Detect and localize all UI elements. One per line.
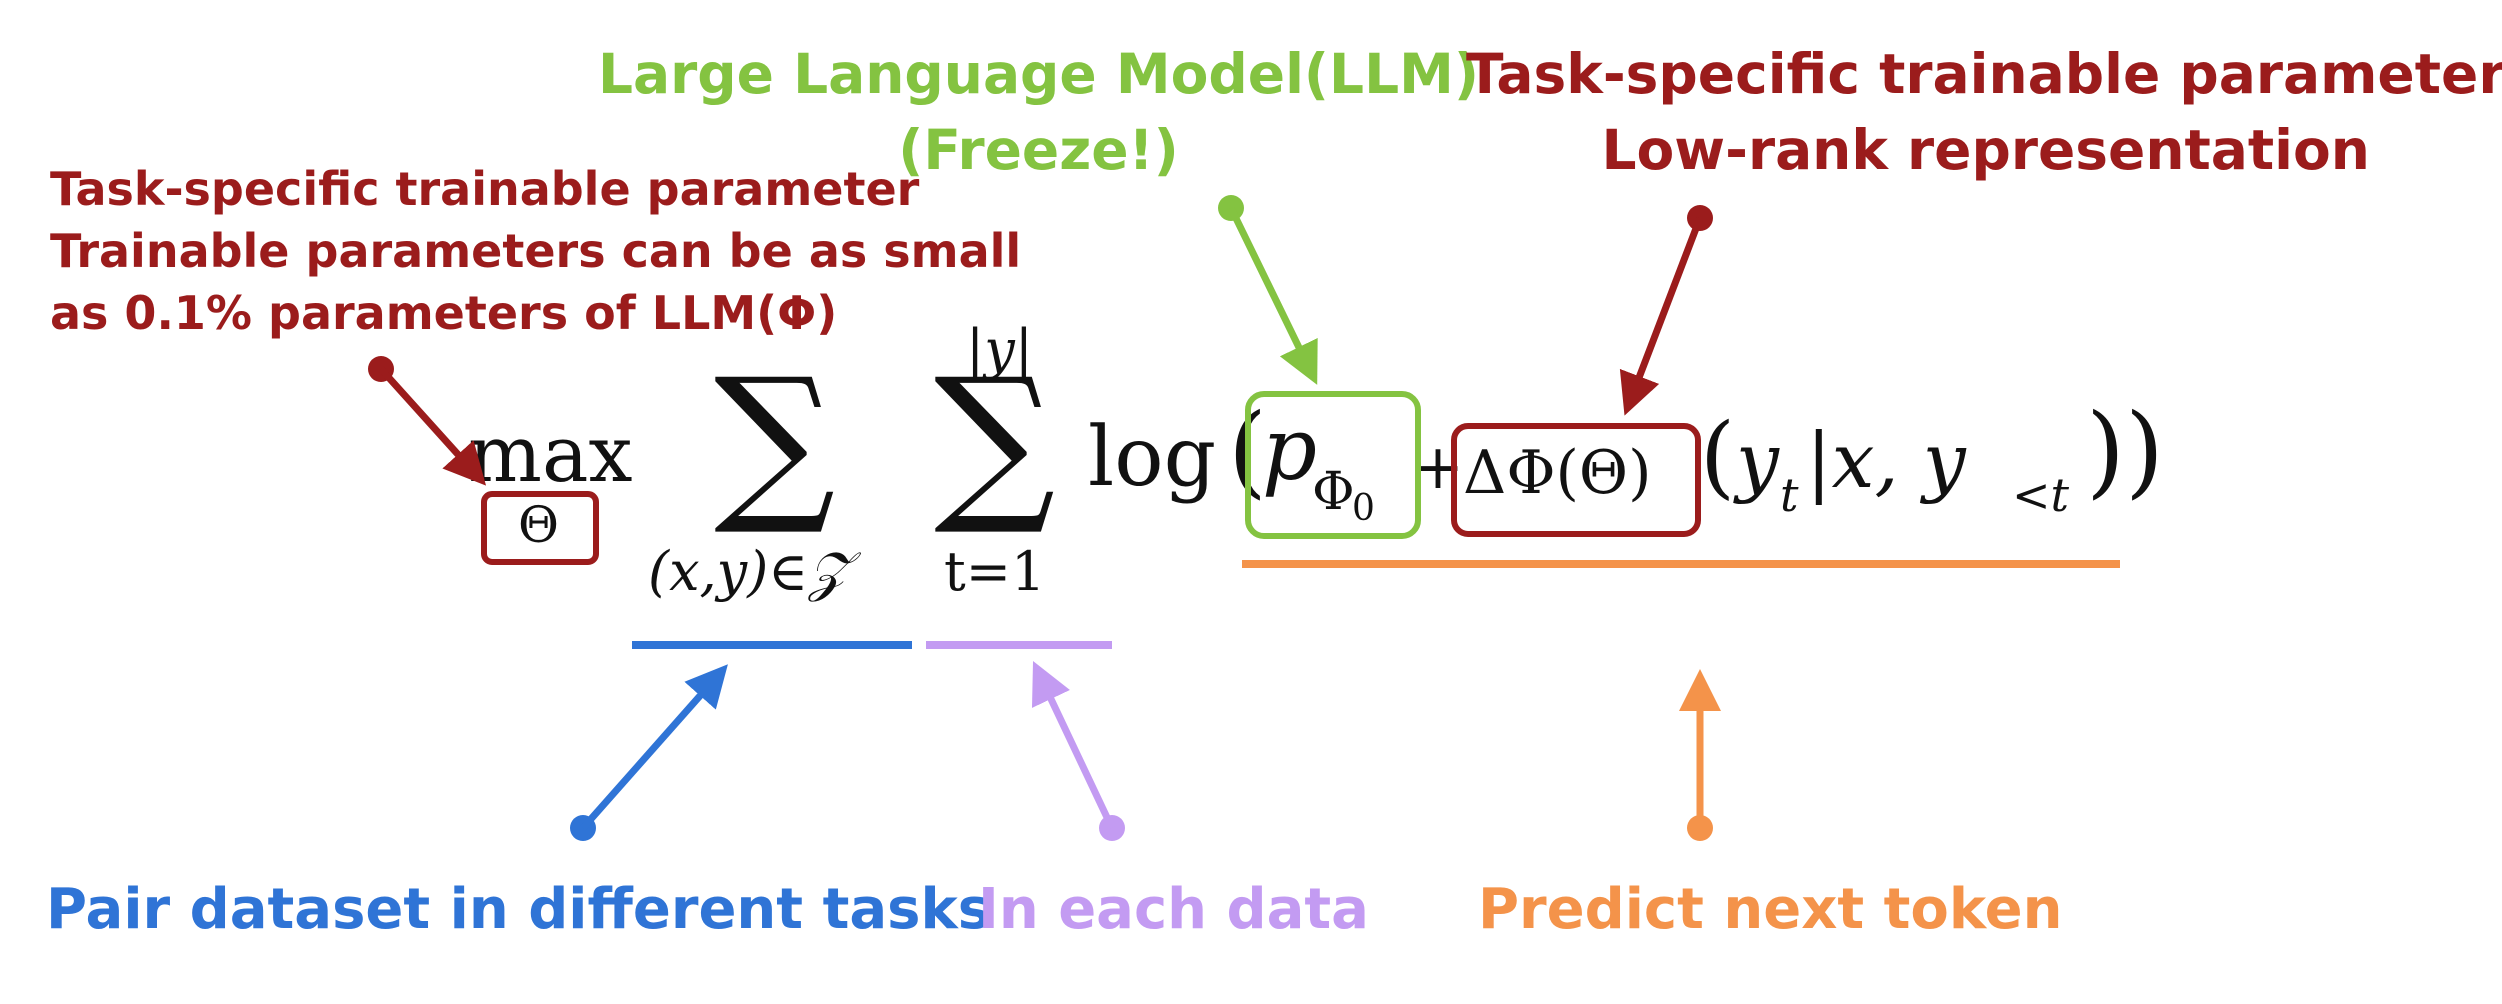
annotation-line: Trainable parameters can be as small — [50, 224, 1022, 278]
arrow-to-delta-phi — [1619, 205, 1713, 416]
arrow-to-token-sum — [1031, 661, 1125, 841]
frozen-llm-highlight-box — [1245, 391, 1421, 539]
formula-p: p — [1262, 400, 1318, 500]
formula-tail-open: ( — [1700, 404, 1736, 509]
arrow-to-probability — [1679, 669, 1721, 841]
formula-sum-tokens-subscript: t=1 — [944, 540, 1046, 603]
formula-sum-dataset: ∑ — [714, 342, 836, 540]
delta-phi-highlight-box — [1451, 423, 1701, 537]
annotation-pair-dataset: Pair dataset in different tasks — [46, 877, 992, 942]
formula-p-subscript: Φ — [1312, 462, 1355, 522]
annotation-line: (Freeze!) — [898, 118, 1179, 182]
formula-sum-dataset-subscript: (x,y)∈𝒵 — [648, 540, 850, 603]
formula-log: log — [1088, 410, 1217, 505]
arrow-to-theta — [368, 356, 487, 486]
formula-delta-phi: ΔΦ(Θ) — [1463, 438, 1652, 508]
formula-condition: |x, y — [1806, 416, 1966, 505]
formula-condition-subscript: <t — [2012, 468, 2070, 522]
formula-max-subscript: Θ — [518, 496, 559, 554]
annotation-line: Large Language Model(LLM) — [598, 42, 1480, 106]
annotation-predict-next-token: Predict next token — [1478, 877, 2063, 942]
theta-highlight-box — [481, 491, 599, 565]
annotation-left-task-specific: Task-specific trainable parameter Traina… — [50, 158, 1021, 344]
formula-sum-tokens: ∑ — [934, 342, 1056, 540]
formula-max: max — [468, 410, 633, 500]
arrow-to-dataset-sum — [570, 664, 728, 841]
formula-y-subscript: t — [1780, 468, 1799, 522]
formula-sum-tokens-superscript: |y| — [966, 318, 1033, 381]
arrow-to-frozen-llm — [1218, 195, 1318, 385]
annotation-line: Low-rank representation — [1601, 118, 2370, 182]
formula-p-subscript-index: 0 — [1352, 488, 1375, 529]
annotation-llm-freeze: Large Language Model(LLM) (Freeze!) — [598, 36, 1479, 188]
formula-close-parens: )) — [2086, 392, 2165, 509]
annotation-each-data: In each data — [978, 877, 1369, 942]
annotation-line: Task-specific trainable parameter — [1466, 42, 2502, 106]
annotation-line: as 0.1% parameters of LLM(Φ) — [50, 286, 838, 340]
annotation-line: Task-specific trainable parameter — [50, 162, 920, 216]
formula-y: y — [1736, 416, 1779, 505]
annotation-low-rank: Task-specific trainable parameter Low-ra… — [1466, 36, 2502, 188]
